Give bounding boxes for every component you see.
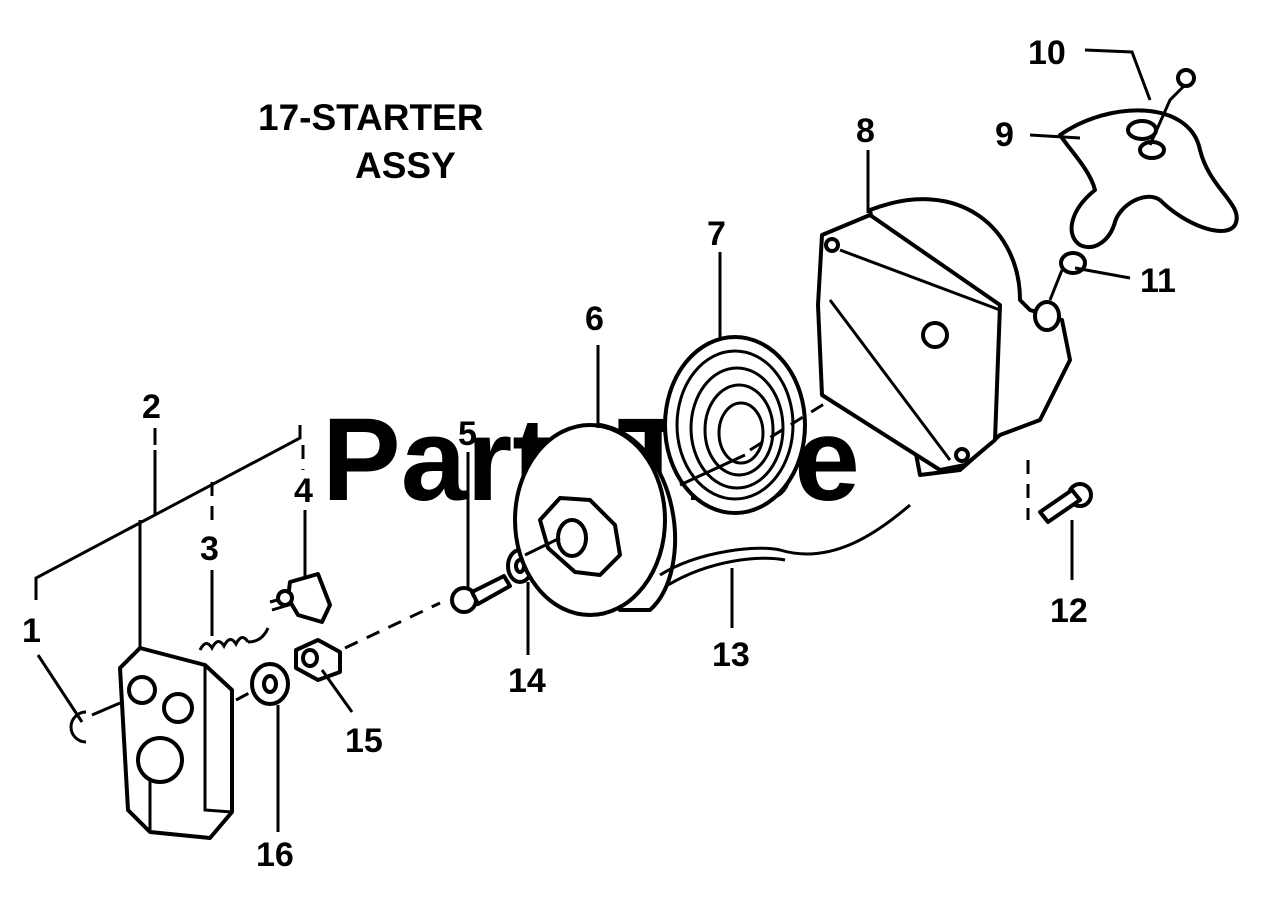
callout-6: 6 [585, 300, 604, 338]
callout-10: 10 [1028, 34, 1066, 72]
assembly-bracket [34, 425, 305, 600]
callout-14: 14 [508, 662, 546, 700]
part-2-pawl-housing [118, 646, 234, 840]
diagram-title-line-2: ASSY [355, 145, 456, 186]
part-1-clip [69, 701, 121, 744]
part-7-recoil-spring [663, 335, 807, 515]
callout-11: 11 [1140, 262, 1176, 300]
callout-15: 15 [345, 722, 383, 760]
callout-16: 16 [256, 836, 294, 874]
callout-2: 2 [142, 388, 161, 426]
part-6-reel [513, 423, 678, 617]
part-13-rope [659, 503, 911, 587]
callout-1: 1 [22, 612, 41, 650]
callout-5: 5 [458, 415, 477, 453]
part-11-grommet [1048, 251, 1087, 301]
part-12-bolt [1026, 460, 1093, 524]
callout-3: 3 [200, 530, 219, 568]
part-3-spring [198, 627, 270, 652]
callout-4: 4 [294, 472, 313, 510]
diagram-title-line-1: 17-STARTER [258, 97, 483, 138]
part-10-rope-end [1148, 68, 1196, 146]
callout-7: 7 [707, 215, 726, 253]
part-16-washer [250, 662, 290, 706]
part-4-pawl [269, 572, 332, 624]
callout-8: 8 [856, 112, 875, 150]
part-9-handle [1058, 108, 1239, 249]
callout-12: 12 [1050, 592, 1088, 630]
callout-13: 13 [712, 636, 750, 674]
callout-9: 9 [995, 116, 1014, 154]
part-15-nut [294, 638, 342, 682]
leader-lines [36, 48, 1152, 832]
part-8-starter-housing [816, 197, 1072, 477]
part-5-screw [450, 574, 512, 614]
